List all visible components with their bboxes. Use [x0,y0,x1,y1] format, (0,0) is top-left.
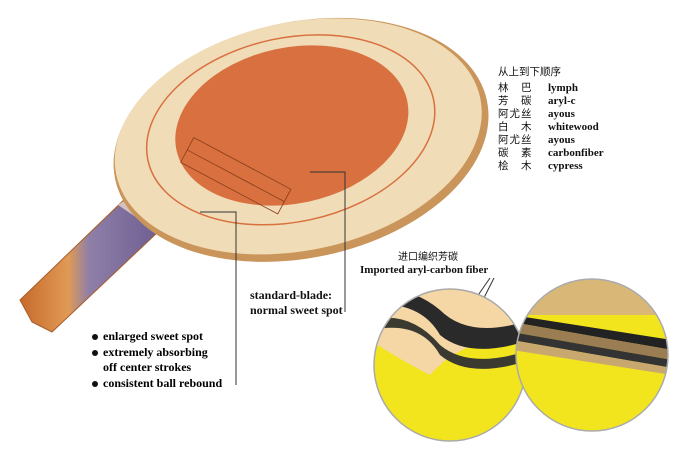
legend-title: 从上到下顺序 [498,66,561,78]
layer-en: carbonfiber [548,147,604,159]
fiber-label-cn: 进口编织芳碳 [398,252,458,263]
feature-text: extremely absorbing [103,344,208,359]
legend-row: 碳 素 carbonfiber [498,147,604,160]
layer-cn: 碳 素 [498,147,533,159]
standard-blade-label: standard-blade: normal sweet spot [250,288,343,318]
legend-row: 芳 碳 aryl-c [498,95,604,108]
layer-en: cypress [548,160,583,172]
feature-text: off center strokes [103,360,192,374]
standard-label-line2: normal sweet spot [250,303,343,317]
bullet-icon [92,380,98,387]
layer-en: whitewood [548,121,599,133]
feature-item: off center strokes [92,360,222,376]
layer-legend: 从上到下顺序 林 巴 lymph 芳 碳 aryl-c 阿尤丝 ayous 白 木 wh… [498,66,604,173]
blade-stamp [180,137,292,215]
feature-item: enlarged sweet spot [92,329,222,345]
detail-circle-right [516,279,668,431]
legend-row: 阿尤丝 ayous [498,134,604,147]
layer-cn: 芳 碳 [498,95,533,107]
feature-item: consistent ball rebound [92,376,222,392]
detail-circle-left [374,289,526,441]
standard-label-line1: standard-blade: [250,288,333,302]
layer-en: ayous [548,134,575,146]
layer-en: lymph [548,82,578,94]
legend-row: 阿尤丝 ayous [498,108,604,121]
layer-cn: 白 木 [498,121,533,133]
feature-text: consistent ball rebound [103,375,223,390]
fiber-label-en: Imported aryl-carbon fiber [360,264,489,276]
layer-cn: 桧 木 [498,160,533,172]
legend-row: 桧 木 cypress [498,160,604,173]
legend-row: 白 木 whitewood [498,121,604,134]
layer-cn: 阿尤丝 [498,108,533,120]
feature-text: enlarged sweet spot [103,329,203,343]
layer-cn: 林 巴 [498,82,533,94]
bullet-icon [92,349,98,356]
feature-item: extremely absorbing [92,345,222,361]
blade-head [113,17,489,262]
bullet-icon [92,334,98,341]
layer-en: ayous [548,108,575,120]
sweet-spot [175,45,409,206]
legend-row: 林 巴 lymph [498,82,604,95]
layer-en: aryl-c [548,95,576,107]
layer-cn: 阿尤丝 [498,134,533,146]
feature-list: enlarged sweet spot extremely absorbing … [92,329,222,391]
